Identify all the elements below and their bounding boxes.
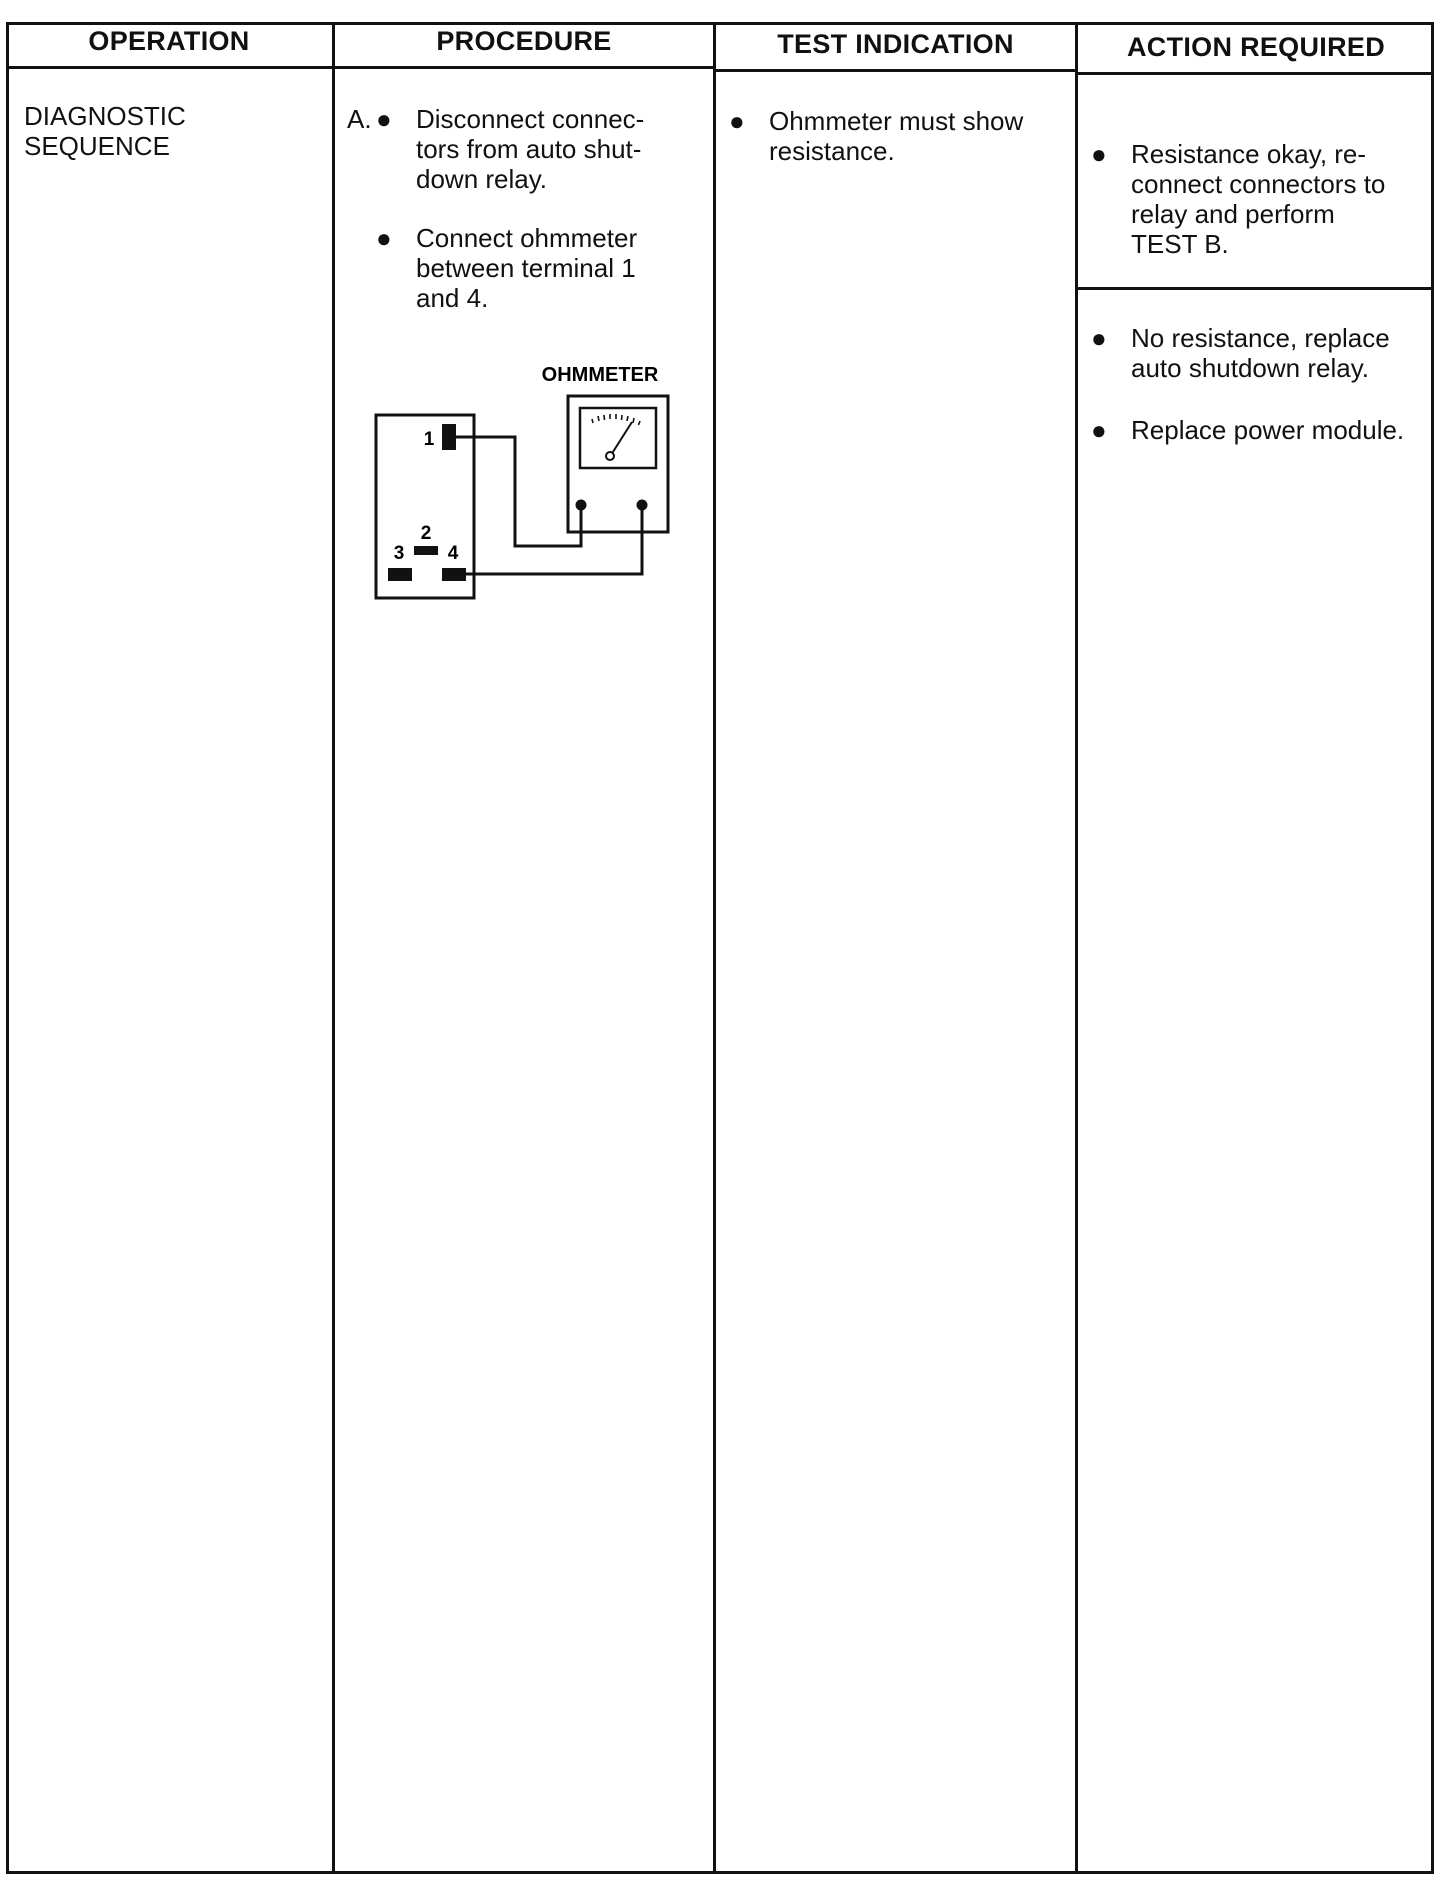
column-divider-1 <box>332 22 335 1874</box>
terminal-1-label: 1 <box>424 429 435 450</box>
terminal-3-label: 3 <box>394 543 405 564</box>
header-procedure: PROCEDURE <box>436 26 612 56</box>
bullet-icon: ● <box>729 106 745 136</box>
column-divider-2 <box>713 22 716 1874</box>
relay-terminal-3 <box>388 568 412 581</box>
test-indication-bullet-1-text: Ohmmeter must show resistance. <box>769 106 1024 166</box>
operation-line-2: SEQUENCE <box>24 131 170 161</box>
bullet-icon: ● <box>1091 139 1107 169</box>
relay-terminal-2 <box>414 546 438 555</box>
action-bullet-3-text: Replace power module. <box>1131 415 1405 445</box>
ohmmeter-scale-icon <box>591 414 641 426</box>
test-lead-2 <box>466 505 644 576</box>
header-rule-test <box>713 69 1077 72</box>
bullet-icon: ● <box>1091 323 1107 353</box>
ohmmeter-label: OHMMETER <box>542 364 659 386</box>
terminal-4-label: 4 <box>448 543 459 564</box>
header-operation: OPERATION <box>88 26 250 56</box>
procedure-bullet-2-text: Connect ohmmeter between terminal 1 and … <box>416 223 638 313</box>
column-divider-3 <box>1075 22 1078 1874</box>
operation-line-1: DIAGNOSTIC <box>24 101 186 131</box>
action-bullet-1-text: Resistance okay, re- connect connectors … <box>1131 139 1386 259</box>
ohmmeter-body <box>566 394 670 534</box>
ohmmeter-dial-window <box>578 406 658 470</box>
ohmmeter-diagram: 1 2 3 4 OHMMETER <box>374 364 670 600</box>
bullet-icon: ● <box>376 223 392 253</box>
terminal-2-label: 2 <box>421 523 432 544</box>
procedure-step-label: A. <box>347 104 372 134</box>
ohmmeter-needle-icon <box>610 421 633 456</box>
bullet-icon: ● <box>376 104 392 134</box>
relay-terminal-1 <box>442 424 456 450</box>
test-lead-1 <box>456 435 583 548</box>
table-frame <box>6 22 1434 1874</box>
relay-terminal-4 <box>442 568 466 581</box>
header-action-required: ACTION REQUIRED <box>1126 32 1385 62</box>
header-rule-procedure <box>332 66 716 69</box>
procedure-bullet-1-text: Disconnect connec- tors from auto shut- … <box>416 104 645 194</box>
relay-body <box>374 413 476 600</box>
action-row-divider <box>1075 287 1434 290</box>
ohmmeter-needle-pivot <box>605 451 615 461</box>
header-test-indication: TEST INDICATION <box>777 29 1014 59</box>
action-bullet-2-text: No resistance, replace auto shutdown rel… <box>1131 323 1390 383</box>
header-rule-operation <box>6 66 334 69</box>
header-rule-action <box>1075 72 1434 75</box>
bullet-icon: ● <box>1091 415 1107 445</box>
